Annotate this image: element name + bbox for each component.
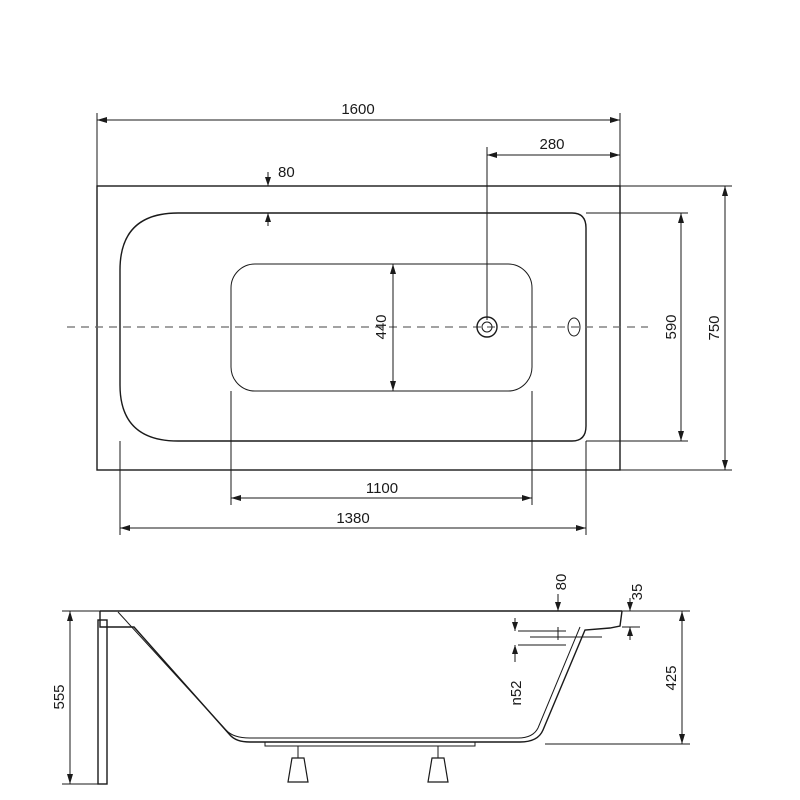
dim-bottom-length: 1100 [230,391,533,505]
dim-depth: 425 [545,610,690,745]
outer-rim [96,185,621,471]
tub-inner-profile [117,611,581,739]
dim-label-590: 590 [663,314,680,339]
dim-label-555: 555 [51,684,68,709]
dim-total-height: 555 [51,610,100,785]
inner-basin [119,212,587,442]
dim-inner-length: 1380 [119,441,587,535]
dim-label-n52: n52 [508,680,525,705]
dim-label-1100: 1100 [366,480,398,497]
dim-label-35: 35 [629,584,646,601]
dim-inner-width: 590 [586,212,688,442]
drain-inner [481,321,493,333]
overflow-section: n52 [508,618,602,706]
dim-label-440: 440 [373,314,390,339]
dim-label-80-top: 80 [278,164,295,181]
side-view: n52 80 35 425 [51,574,690,785]
dim-label-1380: 1380 [336,510,369,527]
dim-label-280: 280 [539,136,564,153]
top-view: 1600 280 80 440 [67,101,732,535]
dim-rim-width-side: 80 [553,574,570,640]
dim-overall-width: 750 [620,185,732,471]
dim-label-425: 425 [663,665,680,690]
dim-rim-thickness: 35 [622,584,646,640]
foot-left [287,746,309,783]
overflow-hole [567,317,581,337]
base-plate [264,741,476,747]
apron-panel [97,619,108,785]
dim-label-80-side: 80 [553,574,570,591]
dim-drain-offset: 280 [486,136,620,320]
dim-overall-length: 1600 [96,101,621,186]
foot-right [427,746,449,783]
dim-label-1600: 1600 [341,101,374,118]
dim-rim-width-top: 80 [265,164,295,226]
dim-label-750: 750 [706,315,723,340]
dim-bottom-width: 440 [373,264,396,391]
